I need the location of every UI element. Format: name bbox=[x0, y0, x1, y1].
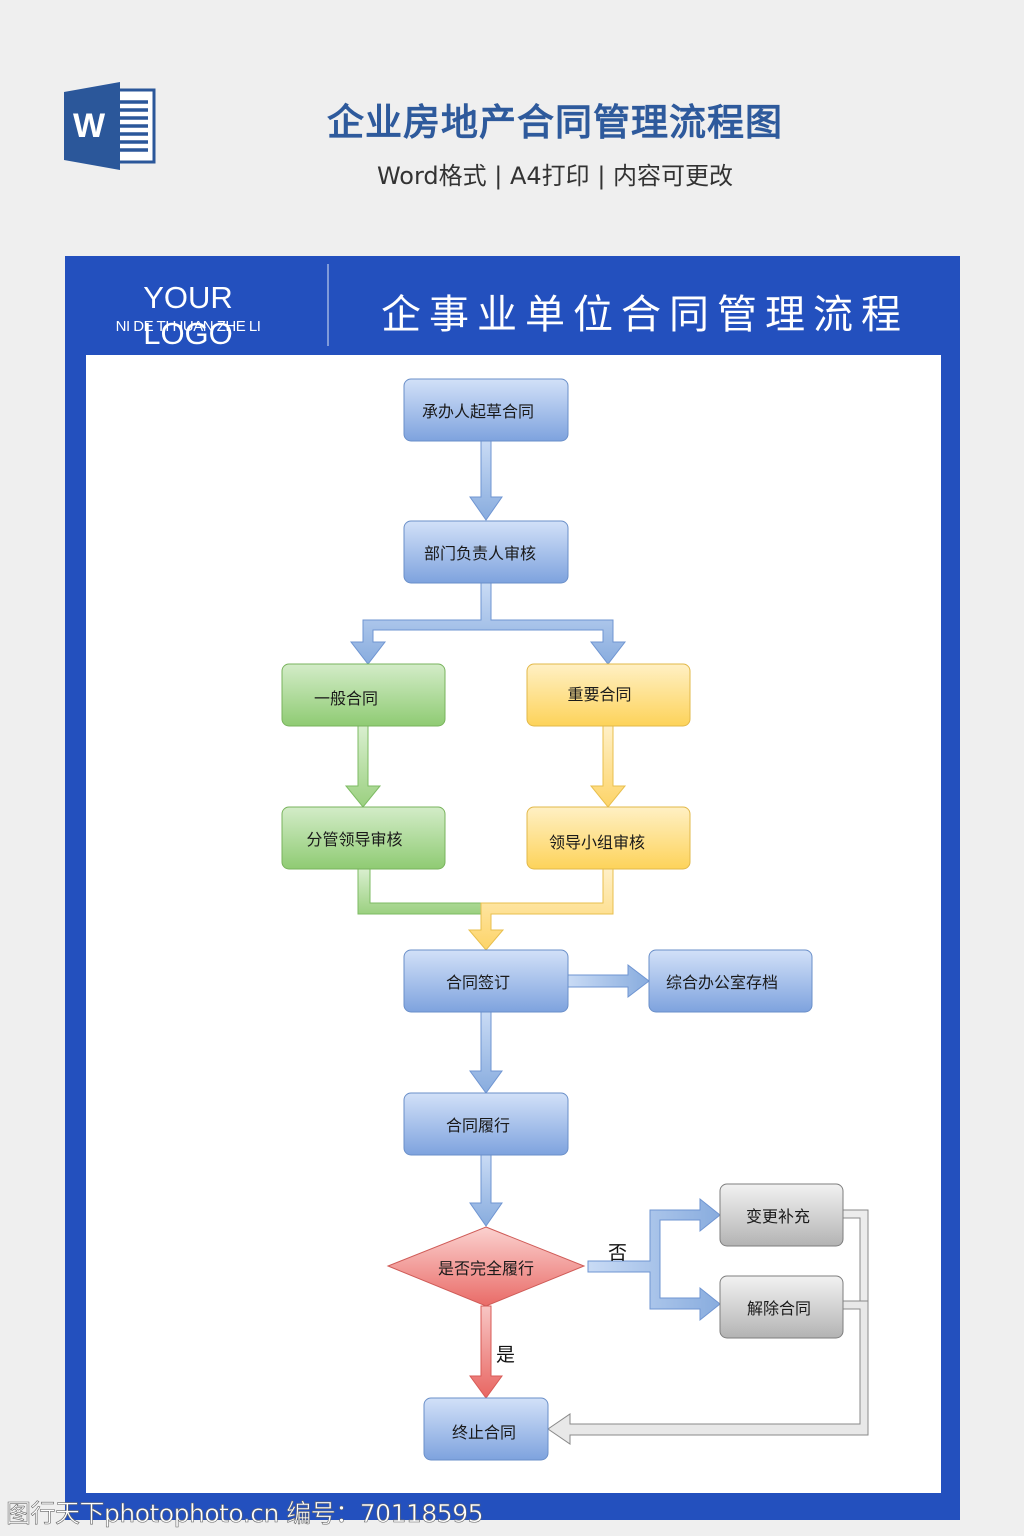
arrow-sign-to-perform bbox=[469, 1011, 503, 1094]
arrow-decision-to-amend-cancel bbox=[587, 1197, 721, 1322]
edge-label-no: 否 bbox=[608, 1242, 628, 1264]
document-subtitle: Word格式 | A4打印 | 内容可更改 bbox=[376, 162, 734, 190]
node-draft bbox=[403, 378, 569, 442]
banner-title: 企事业单位合同管理流程 bbox=[381, 292, 909, 338]
watermark-text: 图行天下photophoto.cn 编号：70118595 bbox=[6, 1499, 484, 1529]
node-terminate bbox=[423, 1397, 549, 1461]
arrow-sign-to-archive bbox=[567, 963, 650, 999]
node-general bbox=[281, 663, 446, 727]
node-leader-review bbox=[281, 806, 446, 870]
banner-divider bbox=[327, 264, 329, 346]
arrow-decision-to-terminate bbox=[469, 1305, 503, 1399]
logo-text: YOUR LOGO bbox=[143, 280, 233, 351]
arrow-amend-to-terminate bbox=[842, 1209, 869, 1302]
arrow-dept-review-split bbox=[349, 582, 627, 665]
edge-label-yes: 是 bbox=[496, 1344, 516, 1366]
node-archive bbox=[648, 949, 813, 1013]
arrow-group-review-to-sign bbox=[467, 868, 614, 951]
arrow-draft-to-dept-review bbox=[469, 440, 503, 521]
node-important bbox=[526, 663, 691, 727]
node-decision bbox=[386, 1226, 586, 1307]
arrow-leader-review-to-sign bbox=[357, 868, 482, 915]
arrow-perform-to-decision bbox=[469, 1154, 503, 1227]
arrow-cancel-to-terminate bbox=[547, 1300, 869, 1445]
node-amend bbox=[719, 1183, 844, 1247]
arrow-general-to-leader-review bbox=[344, 725, 382, 808]
node-group-review bbox=[526, 806, 691, 870]
node-sign bbox=[403, 949, 569, 1013]
document-title: 企业房地产合同管理流程图 bbox=[327, 101, 783, 144]
arrow-important-to-group-review bbox=[589, 725, 627, 808]
word-document-icon: W bbox=[64, 82, 156, 170]
word-icon-letter: W bbox=[73, 107, 106, 145]
node-perform bbox=[403, 1092, 569, 1156]
node-dept-review bbox=[403, 520, 569, 584]
logo-subtext: NI DE TI HUAN ZHE LI bbox=[115, 318, 261, 335]
node-cancel bbox=[719, 1275, 844, 1339]
